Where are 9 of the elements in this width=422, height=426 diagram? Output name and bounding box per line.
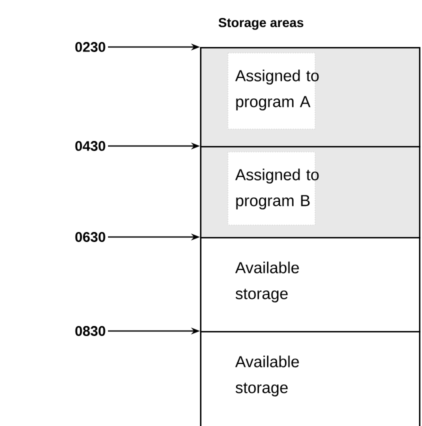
title: Storage areas (218, 18, 304, 30)
address-label: 0230 (75, 42, 106, 52)
memory-band: Available storage (200, 331, 420, 426)
address-label: 0830 (75, 326, 106, 336)
address-label: 0430 (75, 141, 106, 151)
address-label: 0630 (75, 232, 106, 242)
memory-band: Assigned to program B (200, 146, 420, 238)
memory-band: Available storage (200, 237, 420, 332)
memory-band: Assigned to program A (200, 47, 420, 148)
